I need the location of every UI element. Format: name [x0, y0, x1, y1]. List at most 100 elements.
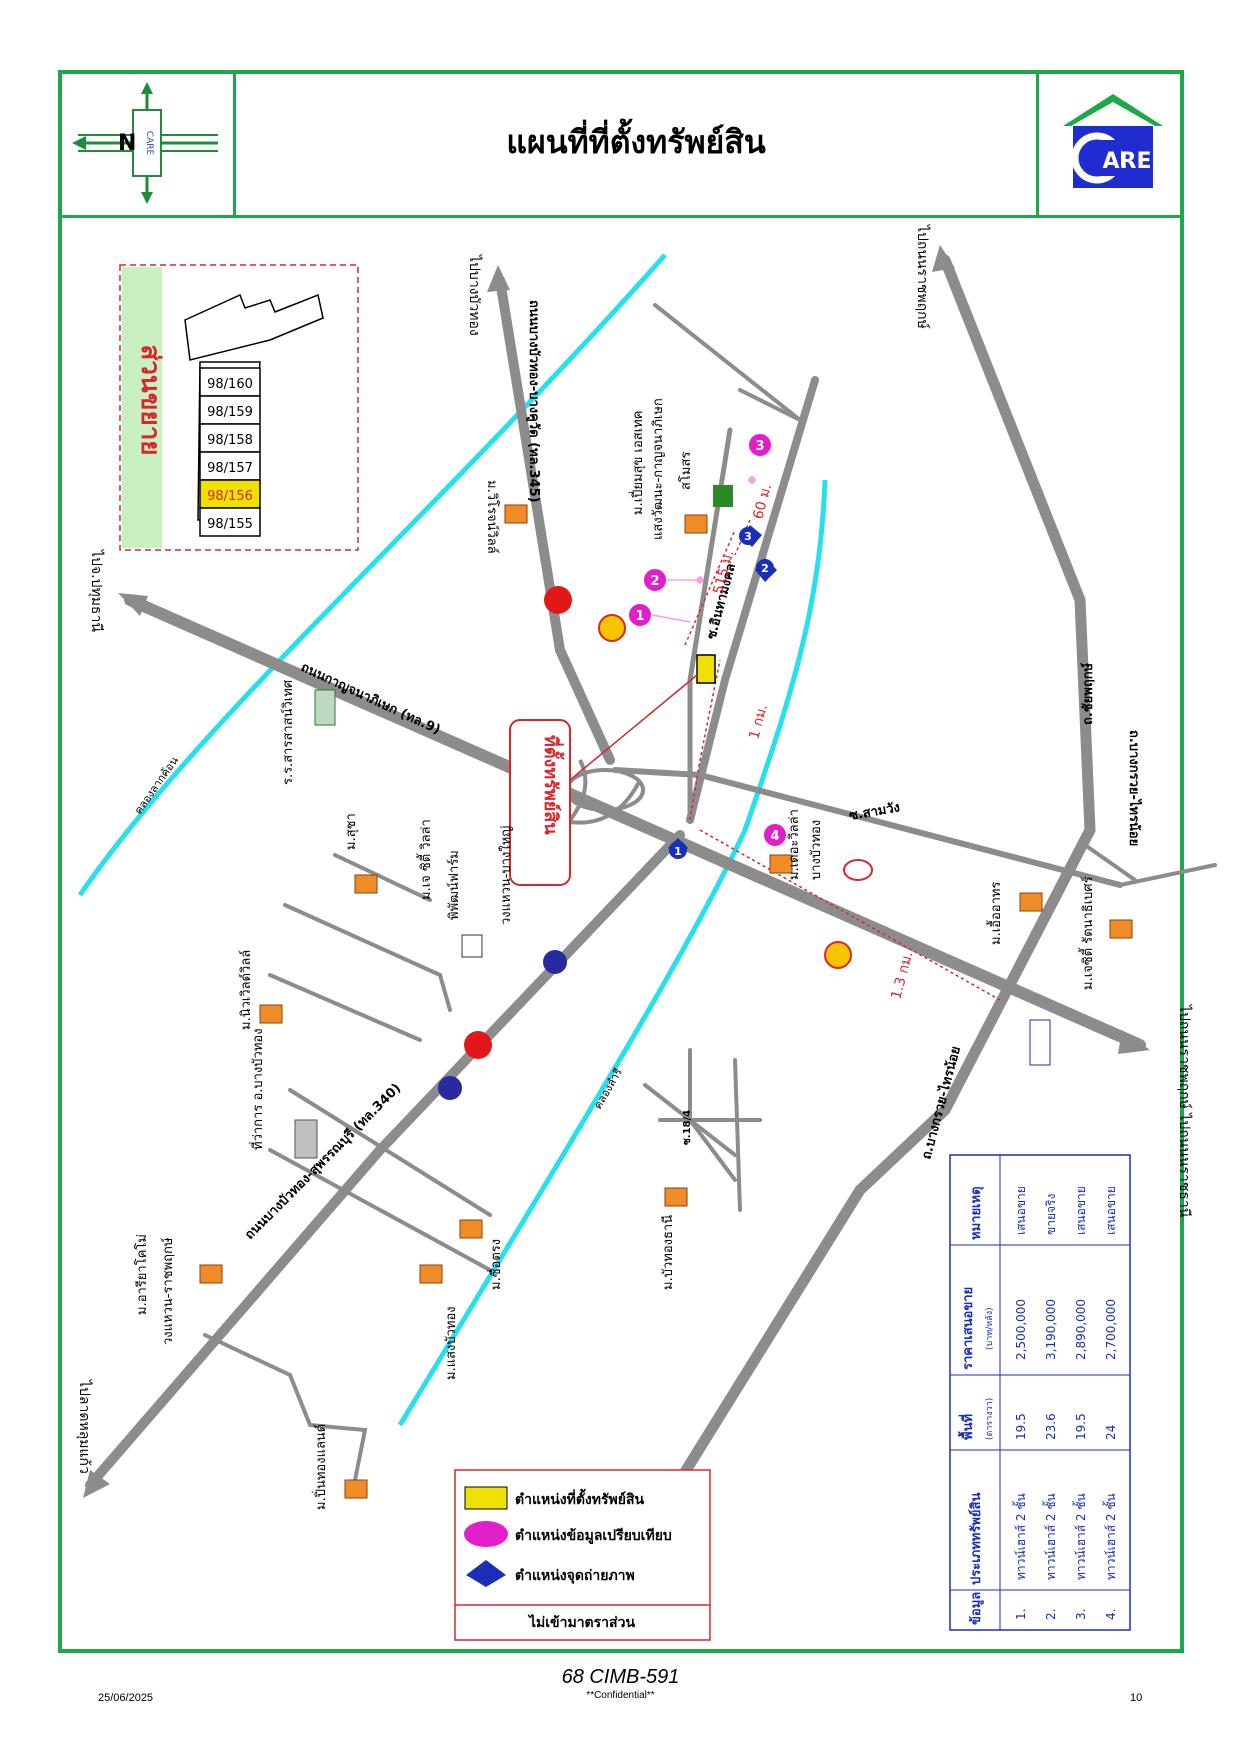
house-icon: [199, 1264, 223, 1284]
legend-label: ตำแหน่งข้อมูลเปรียบเทียบ: [515, 1528, 672, 1544]
house-icon: [684, 514, 708, 534]
label-sangwattana: แสงวัฒนะ-กาญจนาภิเษก: [651, 398, 666, 540]
label-ariya: ม.อารียาโคโม่: [134, 1234, 150, 1315]
svg-text:1.: 1.: [1014, 1609, 1028, 1620]
table-row: 1. ทาวน์เฮาส์ 2 ชั้น 19.5 2,500,000 เสนอ…: [1012, 1186, 1028, 1620]
distance-labels: 515 ม. 60 ม. 1 กม. 1.3 กม.: [710, 482, 916, 1001]
svg-text:เสนอขาย: เสนอขาย: [1074, 1186, 1088, 1235]
photo-point-marker: 3: [739, 525, 762, 547]
dest-ratchaphruek-top: ไปถนนราชพฤกษ์: [914, 224, 931, 329]
comparable-marker: 1: [627, 602, 653, 628]
property-tag-text: ที่ตั้งทรัพย์สิน: [540, 735, 565, 835]
village-labels: ม.วิโรจน์วิลล์ ม.เปี่ยมสุข เอสเทค แสงวัฒ…: [134, 398, 1096, 1510]
dest-nonthaburi-right: ไปถนนราชพฤกษ์ ไปถนนนราชธานี: [1176, 1004, 1193, 1218]
clubhouse-icon: [713, 485, 733, 507]
compass-brand: CARE: [144, 131, 154, 156]
plot-label: 98/158: [207, 433, 253, 448]
soi-184-label: ซ.18/4: [682, 1110, 693, 1145]
table-subheader: (บาท/หลัง): [985, 1307, 995, 1350]
property-marker: [696, 654, 716, 684]
table-row: 2. ทาวน์เฮาส์ 2 ชั้น 23.6 3,190,000 ขายจ…: [1042, 1194, 1058, 1620]
label-buathongthani: ม.บัวทองธานี: [660, 1215, 676, 1290]
compass-letter: N: [118, 131, 136, 156]
photo-point-marker: 1: [668, 838, 688, 859]
house-icon: [354, 874, 378, 894]
khlong-lam-ri-label: คลองลำรี: [591, 1066, 625, 1111]
dist-1km: 1 กม.: [746, 703, 771, 741]
distance-lines: [684, 519, 1001, 1001]
dist-1300: 1.3 กม.: [888, 950, 916, 1001]
comparable-markers: 1 2 3 4: [627, 432, 788, 848]
table-header: พื้นที่: [957, 1414, 976, 1440]
destination-labels: ไปบางบัวทอง ไปถนนราชพฤกษ์ ไปจ.ปทุมธานี ไ…: [76, 224, 1193, 1474]
confidential-note: **Confidential**: [586, 1690, 655, 1701]
label-district-office: ที่ว่าการ อ.บางบัวทอง: [249, 1028, 266, 1150]
plot-label: 98/160: [207, 377, 253, 392]
canal-west: [77, 253, 667, 897]
bank-icon: [438, 1076, 462, 1100]
svg-text:2.: 2.: [1044, 1609, 1058, 1620]
svg-text:ทาวน์เฮาส์ 2 ชั้น: ทาวน์เฮาส์ 2 ชั้น: [1102, 1493, 1118, 1580]
house-icon: [504, 504, 528, 524]
svg-text:4.: 4.: [1104, 1609, 1118, 1620]
gas-station-icon: [464, 1031, 492, 1059]
svg-text:ขายจริง: ขายจริง: [1044, 1194, 1058, 1235]
dest-pathum: ไปจ.ปทุมธานี: [88, 549, 105, 632]
svg-text:2,500,000: 2,500,000: [1014, 1299, 1028, 1360]
svg-text:2: 2: [650, 574, 659, 589]
dest-lat-lum-kaeo: ไปลาดหลุมแก้ว: [76, 1379, 93, 1474]
legend-label: ตำแหน่งจุดถ่ายภาพ: [515, 1568, 635, 1584]
roads: [85, 254, 1217, 1490]
property-pointer: [569, 674, 698, 781]
house-icon: [664, 1187, 688, 1207]
khlong-lam-ko-label: คลองลากค้อน: [132, 754, 181, 817]
page-title: แผนที่ที่ตั้งทรัพย์สิน: [506, 123, 766, 161]
comparable-marker: 4: [762, 822, 788, 848]
label-saengbua: ม.แสงบัวทอง: [444, 1306, 459, 1380]
farm-icon: [461, 934, 483, 958]
svg-text:ทาวน์เฮาส์ 2 ชั้น: ทาวน์เฮาส์ 2 ชั้น: [1042, 1493, 1058, 1580]
label-virojvilla: ม.วิโรจน์วิลล์: [484, 480, 500, 554]
house-icon: [1019, 892, 1043, 912]
svg-text:19.5: 19.5: [1074, 1413, 1088, 1440]
plot-label: 98/159: [207, 405, 253, 420]
svg-text:3: 3: [744, 530, 752, 543]
inset-banner: ส่วนขยาย: [135, 344, 165, 455]
label-phiphatfarm: พิพัฒน์ฟาร์ม: [446, 850, 462, 920]
table-row: 3. ทาวน์เฮาส์ 2 ชั้น 19.5 2,890,000 เสนอ…: [1072, 1186, 1088, 1620]
svg-text:เสนอขาย: เสนอขาย: [1104, 1186, 1118, 1235]
logo-cell: ARE: [1036, 70, 1184, 215]
label-thevilla: ม.เดอะวิลล่า: [787, 809, 802, 880]
page-number: 10: [1130, 1692, 1143, 1704]
house-icon: [1109, 919, 1133, 939]
school-icon: [314, 689, 336, 726]
road-chaiyaphruek-label: ถ.ชัยพฤกษ์: [1080, 662, 1096, 725]
table-header: ข้อมูล: [968, 1592, 984, 1625]
table-header: ราคาเสนอขาย: [961, 1287, 976, 1370]
comparable-marker: 2: [642, 567, 668, 593]
gas-station-icon: [544, 586, 572, 614]
label-suchat: ม.สุชา: [344, 813, 359, 850]
svg-text:1: 1: [635, 609, 644, 624]
house-icon: [419, 1264, 443, 1284]
government-office-icon: [294, 1119, 318, 1159]
plot-label: 98/155: [207, 517, 253, 532]
label-jcity: ม.เจซิตี้ รัตนาธิเบศร์: [1078, 876, 1096, 990]
table-header: ประเภททรัพย์สิน: [968, 1493, 984, 1585]
label-piamsuk: ม.เปี่ยมสุข เอสเทค: [629, 411, 646, 515]
plot-label-highlighted: 98/156: [207, 489, 253, 504]
legend-swatch-photo: [466, 1560, 506, 1587]
svg-text:1: 1: [674, 845, 682, 858]
dest-bang-bua-thong: ไปบางบัวทอง: [466, 254, 483, 336]
header: N CARE แผนที่ที่ตั้งทรัพย์สิน ARE: [58, 70, 1184, 218]
label-bangbuathong: บางบัวทอง: [809, 820, 824, 880]
comparison-table: ข้อมูล ประเภททรัพย์สิน พื้นที่ ราคาเสนอข…: [949, 1154, 1131, 1631]
road-bangkruai-label-2: ถ.บางกรวย-ไทรน้อย: [1126, 730, 1143, 846]
document-id: 68 CIMB-591: [561, 1666, 680, 1688]
comparable-marker: 3: [747, 432, 773, 458]
svg-text:23.6: 23.6: [1044, 1413, 1058, 1440]
legend-swatch-comparable: [464, 1521, 508, 1547]
label-wongwaen-rp: วงแหวน-ราชพฤกษ์: [160, 1237, 176, 1345]
road-345-label: ถนนบางบัวทอง-บางคูวัด (ทล.345): [526, 300, 541, 503]
